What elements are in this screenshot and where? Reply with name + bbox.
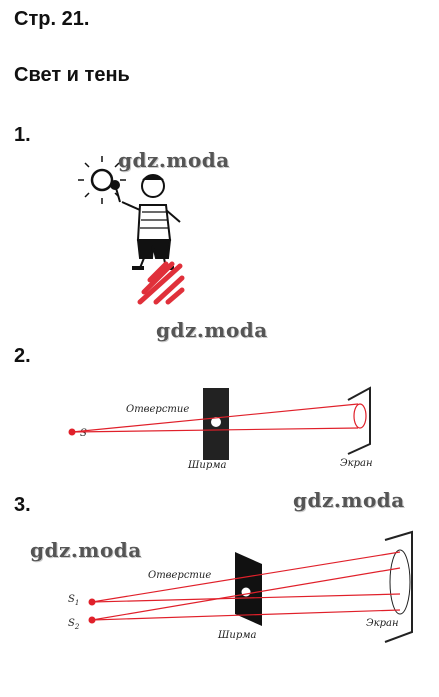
opening-label-3: Отверстие [148, 570, 211, 581]
opening-label: Отверстие [126, 404, 189, 415]
rays-group [91, 551, 401, 621]
ray-bottom [71, 427, 359, 433]
pinhole-figure-single: S Отверстие Ширма Экран [68, 386, 373, 470]
boy-shadow-figure [78, 156, 185, 305]
task-label-2: 2. [14, 345, 31, 367]
source1-label: S1 [68, 594, 79, 607]
screen-holder-label: Ширма [187, 460, 227, 470]
task-label-1: 1. [14, 124, 31, 146]
sun-icon [78, 156, 126, 204]
screen-label-3: Экран [366, 618, 399, 629]
task-label-3: 3. [14, 494, 31, 516]
opening-hole [211, 417, 221, 427]
watermark: gdz.moda [118, 148, 230, 172]
pinhole-figure-double: S1 S2 Отверстие Ширма Экран [68, 530, 413, 643]
ray-top [71, 403, 359, 433]
section-title: Свет и тень [14, 64, 130, 86]
screen-holder-label-3: Ширма [217, 630, 257, 641]
screen-shape-3 [384, 530, 413, 643]
source-label: S [80, 428, 87, 439]
screen-shape [347, 386, 371, 455]
boy-drawing [110, 174, 181, 270]
watermark: gdz.moda [293, 488, 405, 512]
page-number: Стр. 21. [14, 8, 90, 30]
watermark: gdz.moda [30, 538, 142, 562]
screen-label: Экран [340, 458, 373, 469]
watermark: gdz.moda [156, 318, 268, 342]
opening-hole-3 [241, 587, 251, 597]
ground-shadow [137, 261, 185, 305]
source2-label: S2 [68, 618, 80, 631]
